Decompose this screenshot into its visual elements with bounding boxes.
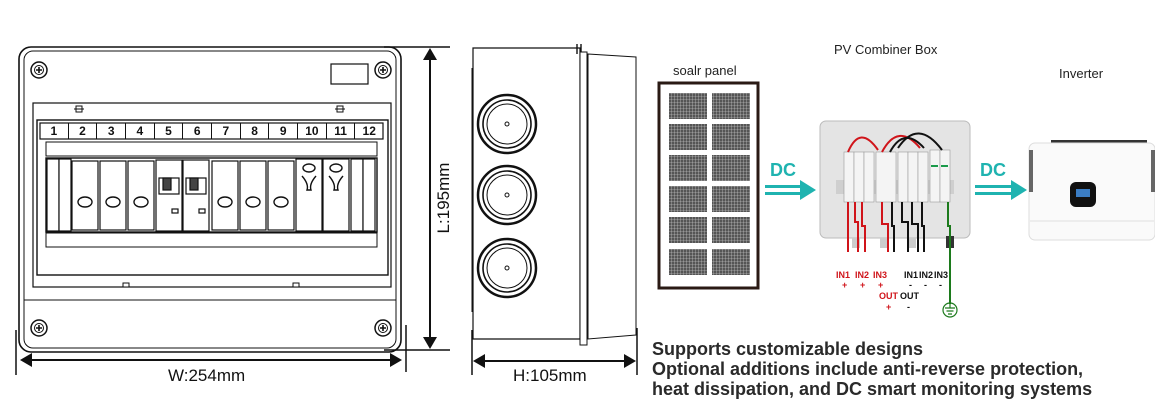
slot-number: 9 [269, 123, 299, 139]
screw-icon [374, 319, 392, 337]
positive-sign: + [860, 280, 866, 290]
positive-sign: + [878, 280, 884, 290]
negative-input-label: IN3 [934, 270, 949, 280]
negative-sign: - [939, 280, 942, 290]
slot-number: 6 [183, 123, 213, 139]
height-dimension-label: H:105mm [513, 366, 587, 385]
note-line: Supports customizable designs [652, 339, 924, 359]
slot-number-strip: 1 2 3 4 5 6 7 8 9 10 11 12 [40, 123, 383, 139]
combiner-box-label: PV Combiner Box [834, 42, 938, 57]
inverter-icon [1028, 140, 1155, 241]
wiring-graphics [657, 81, 1155, 318]
negative-sign: - [909, 280, 912, 290]
positive-input-label: IN3 [873, 270, 888, 280]
dc-label: DC [980, 160, 1006, 180]
positive-input-label: IN1 [836, 270, 851, 280]
slot-number: 2 [69, 123, 98, 139]
dc-arrow-icon [765, 180, 816, 200]
output-negative-label: OUT [900, 291, 919, 301]
slot-number: 4 [126, 123, 155, 139]
note-line: Optional additions include anti-reverse … [652, 359, 1084, 379]
slot-number: 3 [97, 123, 127, 139]
positive-input-label: IN2 [855, 270, 870, 280]
slot-number: 11 [327, 123, 356, 139]
output-positive-label: OUT [879, 291, 898, 301]
screw-icon [30, 61, 48, 79]
negative-input-label: IN1 [904, 270, 919, 280]
output-negative-sign: - [907, 302, 910, 312]
slot-number: 5 [155, 123, 184, 139]
solar-panel-label: soalr panel [673, 63, 737, 78]
dc-label: DC [770, 160, 796, 180]
ground-icon [942, 302, 958, 318]
screw-icon [374, 61, 392, 79]
slot-number: 7 [212, 123, 241, 139]
positive-sign: + [842, 280, 848, 290]
inverter-label: Inverter [1059, 66, 1104, 81]
dc-arrow-icon [975, 180, 1027, 200]
negative-input-label: IN2 [919, 270, 934, 280]
negative-sign: - [924, 280, 927, 290]
width-dimension-label: W:254mm [168, 366, 246, 385]
slot-number: 10 [298, 123, 327, 139]
output-positive-sign: + [886, 302, 892, 312]
breaker-modules [46, 158, 376, 232]
slot-number: 12 [362, 124, 376, 138]
note-line: heat dissipation, and DC smart monitorin… [652, 379, 1093, 399]
combiner-box-icon [819, 120, 971, 248]
wiring-diagram: soalr panel PV Combiner Box Inverter [650, 0, 1155, 330]
slot-number: 1 [40, 123, 69, 139]
front-view-drawing: 1 2 3 4 5 6 7 8 9 10 11 12 [0, 0, 460, 409]
enclosure-side-outline [471, 44, 638, 375]
screw-icon [30, 319, 48, 337]
side-view-drawing: H:105mm [460, 0, 650, 409]
solar-panel-icon [657, 81, 760, 290]
length-dimension-label: L:195mm [434, 162, 453, 234]
feature-notes: Supports customizable designs Optional a… [652, 339, 1092, 399]
slot-number: 8 [241, 123, 270, 139]
